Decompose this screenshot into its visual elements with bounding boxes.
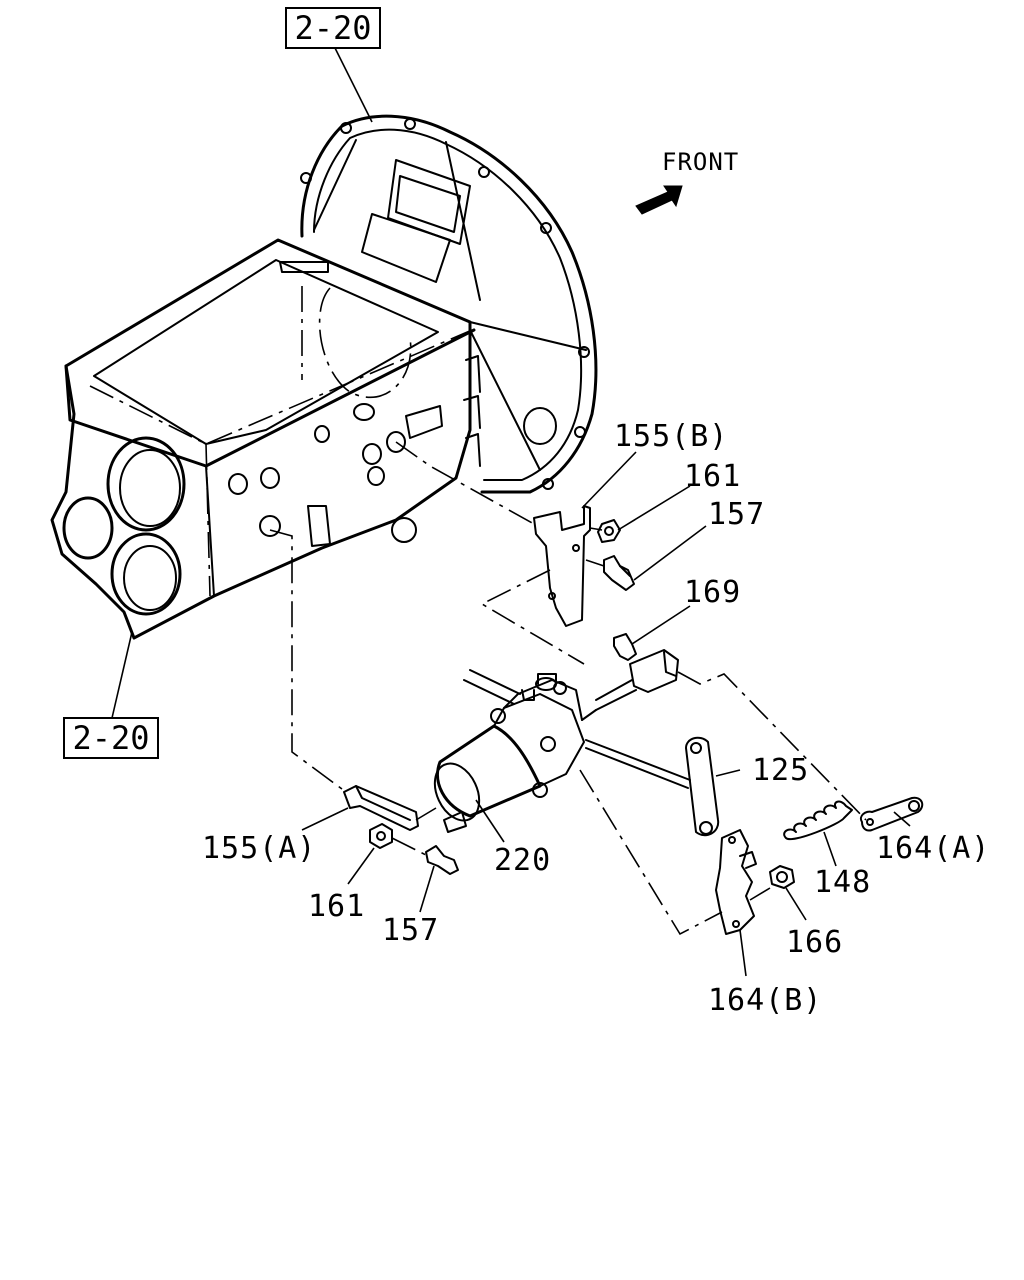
front-arrow-icon [635,185,683,215]
leader-166 [785,887,807,921]
bracket-155b[interactable] [533,505,591,627]
assembly-line-166 [749,887,771,901]
nut-161-upper[interactable] [597,519,621,543]
callout-164a: 164(A) [876,831,990,866]
leader-148 [823,831,837,867]
bolt-157-upper[interactable] [603,555,635,591]
callout-164b: 164(B) [708,983,822,1018]
reference-box-top[interactable]: 2-20 [285,7,381,49]
front-label: FRONT [662,148,739,176]
leader-164b [739,929,747,977]
leader-155a [301,807,349,831]
assembly-line-164b [579,769,723,936]
assembly-line-155b [395,441,535,525]
leader-164a [893,811,911,827]
callout-169: 169 [684,575,741,610]
callout-148: 148 [814,865,871,900]
callout-125: 125 [752,753,809,788]
assembly-line-161-upper [589,527,603,531]
reference-label-bottom: 2-20 [72,719,149,757]
callout-166: 166 [786,925,843,960]
callout-155b: 155(B) [614,419,728,454]
assembly-line-157-upper [585,559,605,567]
assembly-line-164a [677,671,867,821]
cylinder-220[interactable] [426,669,597,833]
nut-166[interactable] [769,865,795,889]
reference-box-bottom[interactable]: 2-20 [63,717,159,759]
callout-161-lower: 161 [308,889,365,924]
callout-157-upper: 157 [708,497,765,532]
callout-161-upper: 161 [684,459,741,494]
assembly-line-cylinder-bracket [415,807,437,821]
rod-end-clevis[interactable] [595,649,679,711]
reference-label-top: 2-20 [294,9,371,47]
reference-leader-top [334,47,373,123]
lever-164a[interactable] [860,796,924,832]
bolt-169[interactable] [613,633,637,661]
callout-220: 220 [494,843,551,878]
assembly-line-157-lower [391,837,429,857]
transmission-case [50,114,598,640]
leader-220 [475,799,505,843]
lever-125[interactable] [585,736,720,837]
leader-125 [715,769,741,777]
leader-169 [631,605,691,645]
bracket-155a[interactable] [343,785,419,831]
bolt-157-lower[interactable] [425,845,459,875]
assembly-line-155a [269,529,347,793]
leader-157-upper [633,525,707,581]
callout-157-lower: 157 [382,913,439,948]
leader-161-upper [617,485,691,531]
nut-161-lower[interactable] [369,823,393,849]
reference-leader-bottom [111,631,133,719]
spring-148[interactable] [783,800,853,841]
callout-155a: 155(A) [202,831,316,866]
leader-161-lower [347,847,375,885]
bracket-164b[interactable] [715,829,757,935]
leader-157-lower [419,865,435,913]
leader-155b [581,451,637,509]
assembly-line-bracket-cylinder [480,569,585,665]
